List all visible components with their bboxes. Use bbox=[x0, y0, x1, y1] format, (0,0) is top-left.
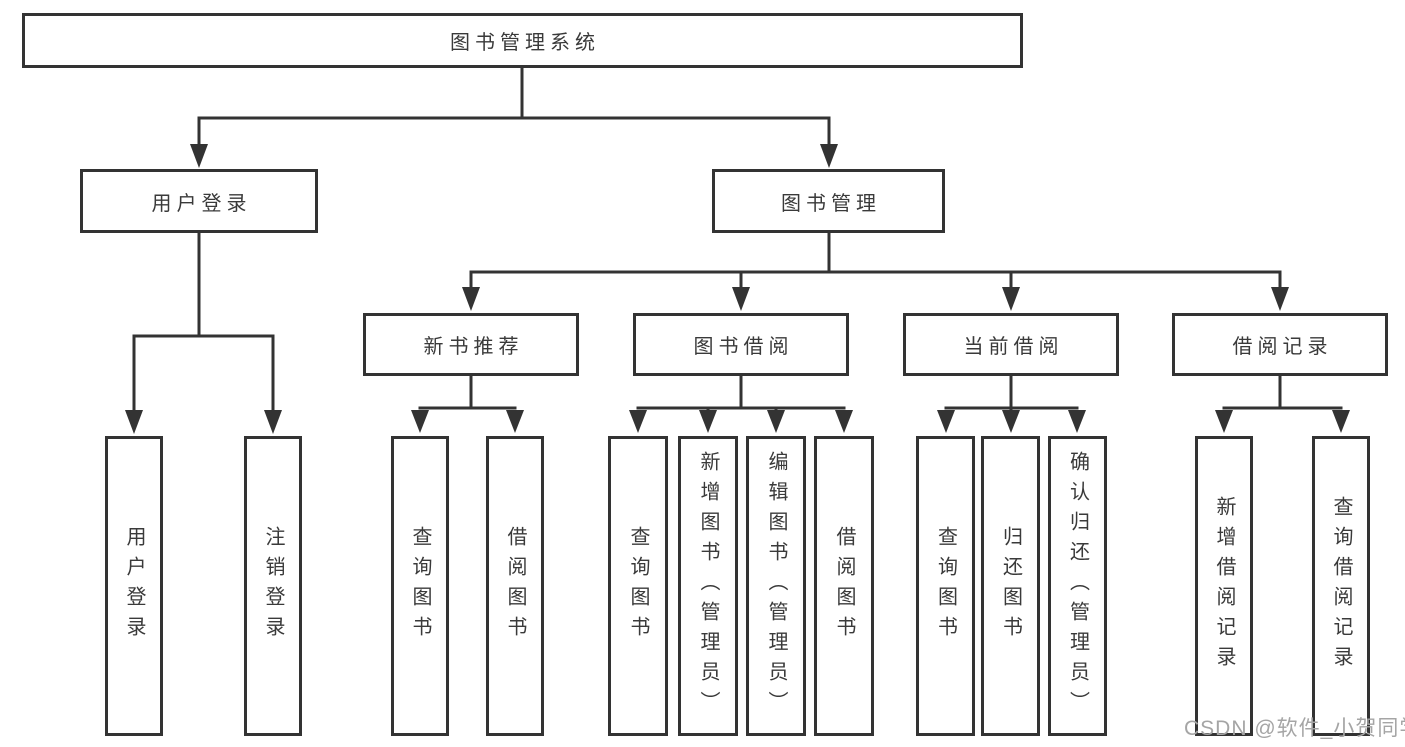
node-label: 确认归还（管理员） bbox=[1066, 451, 1089, 721]
node-label: 查询图书 bbox=[934, 526, 957, 646]
node-label: 编辑图书（管理员） bbox=[765, 451, 787, 721]
node-label: 当前借阅 bbox=[963, 336, 1064, 358]
node-leaf-logout: 注销登录 bbox=[244, 436, 302, 736]
node-leaf-cb-return-books: 归还图书 bbox=[981, 436, 1040, 736]
node-leaf-br-add-record: 新增借阅记录 bbox=[1195, 436, 1253, 736]
node-leaf-user-login: 用户登录 bbox=[105, 436, 163, 736]
node-leaf-br-query-record: 查询借阅记录 bbox=[1312, 436, 1370, 736]
node-leaf-bb-edit-books-admin: 编辑图书（管理员） bbox=[746, 436, 806, 736]
node-current-borrowing: 当前借阅 bbox=[903, 313, 1119, 376]
node-label: 图书借阅 bbox=[693, 336, 794, 358]
arrowheads bbox=[125, 144, 1350, 434]
node-label: 新增图书（管理员） bbox=[697, 451, 719, 721]
csdn-watermark: CSDN @软件_小贺同学 bbox=[1184, 717, 1405, 740]
node-label: 查询图书 bbox=[627, 526, 649, 646]
node-label: 新书推荐 bbox=[423, 336, 524, 358]
node-label: 用户登录 bbox=[151, 192, 252, 215]
node-label: 借阅图书 bbox=[504, 526, 526, 646]
node-leaf-bb-add-books-admin: 新增图书（管理员） bbox=[678, 436, 738, 736]
node-book-borrowing: 图书借阅 bbox=[633, 313, 849, 376]
node-user-login: 用户登录 bbox=[80, 169, 318, 233]
node-leaf-bb-borrow-books: 借阅图书 bbox=[814, 436, 874, 736]
node-label: 查询借阅记录 bbox=[1330, 496, 1352, 676]
node-label: 图书管理 bbox=[781, 192, 881, 215]
node-label: 借阅图书 bbox=[833, 526, 855, 646]
node-label: 借阅记录 bbox=[1232, 336, 1333, 358]
node-leaf-bb-query-books: 查询图书 bbox=[608, 436, 668, 736]
node-label: 查询图书 bbox=[409, 526, 431, 646]
node-leaf-cb-confirm-return-admin: 确认归还（管理员） bbox=[1048, 436, 1107, 736]
node-library-management-system: 图书管理系统 bbox=[22, 13, 1023, 68]
node-new-book-recommendation: 新书推荐 bbox=[363, 313, 579, 376]
node-label: 归还图书 bbox=[999, 526, 1022, 646]
node-leaf-cb-query-books: 查询图书 bbox=[916, 436, 975, 736]
node-book-management: 图书管理 bbox=[712, 169, 945, 233]
node-borrowing-records: 借阅记录 bbox=[1172, 313, 1388, 376]
node-leaf-nb-query-books: 查询图书 bbox=[391, 436, 449, 736]
node-label: 新增借阅记录 bbox=[1213, 496, 1235, 676]
node-label: 图书管理系统 bbox=[450, 32, 600, 54]
node-label: 注销登录 bbox=[262, 526, 284, 646]
node-label: 用户登录 bbox=[123, 526, 145, 646]
node-leaf-nb-borrow-books: 借阅图书 bbox=[486, 436, 544, 736]
